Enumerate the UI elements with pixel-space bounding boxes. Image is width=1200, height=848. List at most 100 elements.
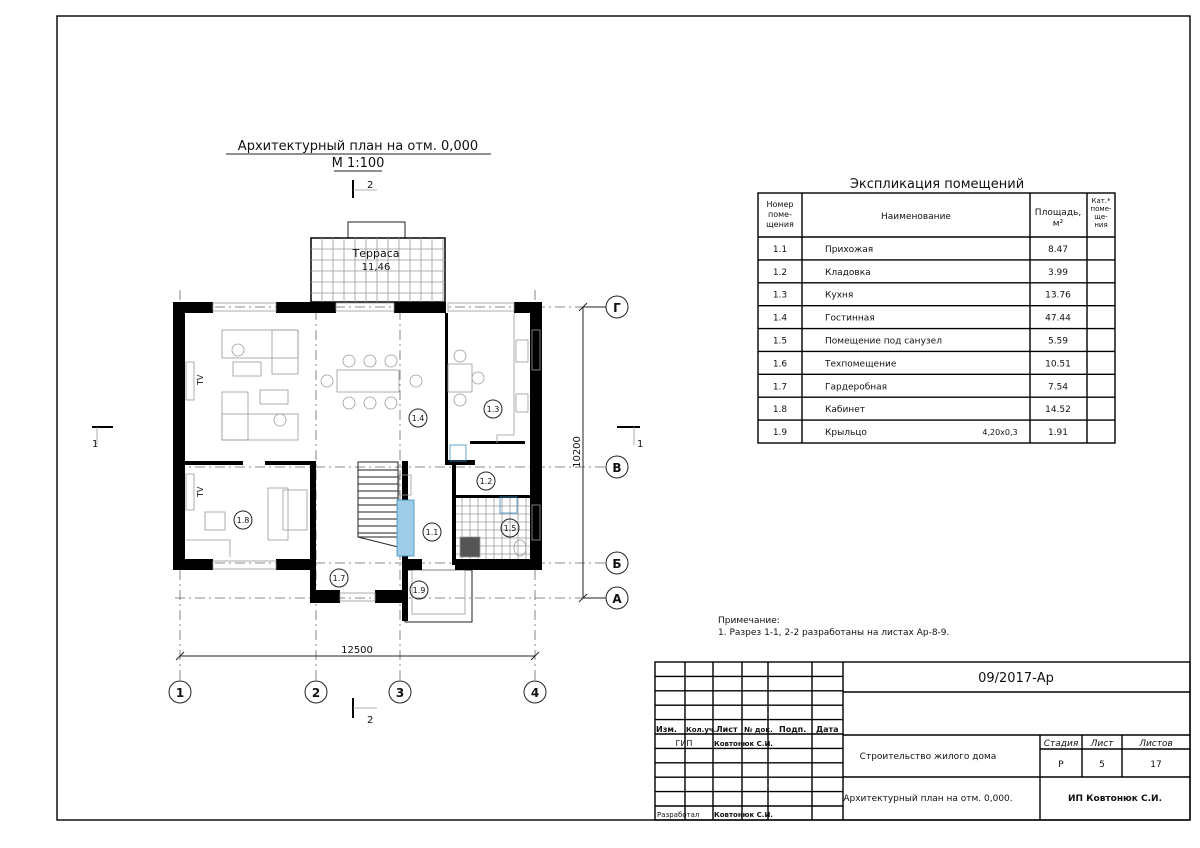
room-label-1.2: 1.2 — [476, 471, 496, 491]
svg-text:1.4: 1.4 — [412, 414, 425, 423]
room-area: 8.47 — [1048, 245, 1068, 255]
svg-text:В: В — [612, 461, 621, 475]
axis-marker-1: 1 — [168, 680, 192, 704]
svg-text:2: 2 — [367, 715, 373, 726]
col-podp: Подп. — [779, 725, 806, 734]
room-area: 5.59 — [1048, 337, 1068, 347]
document-code: 09/2017-Ар — [978, 671, 1054, 686]
header-name: Наименование — [881, 212, 951, 222]
table-row: 1.1 Прихожая 8.47 — [773, 245, 1068, 255]
terrace: Терраса 11,46 — [310, 221, 446, 303]
stage-value: Р — [1058, 760, 1064, 770]
svg-text:Листов: Листов — [1138, 739, 1173, 749]
axis-marker-a: А — [605, 586, 629, 610]
svg-text:12500: 12500 — [341, 645, 373, 656]
sheet-title: Архитектурный план на отм. 0,000. — [843, 794, 1012, 804]
company: ИП Ковтонюк С.И. — [1068, 794, 1162, 804]
svg-text:1: 1 — [176, 686, 184, 700]
room-area: 1.91 — [1048, 428, 1068, 438]
col-data: Дата — [816, 725, 839, 734]
room-number: 1.1 — [773, 245, 787, 255]
svg-text:1.5: 1.5 — [504, 524, 517, 533]
svg-text:Лист: Лист — [1090, 739, 1115, 749]
room-label-1.8: 1.8 — [233, 510, 253, 530]
room-label-1.4: 1.4 — [408, 408, 428, 428]
room-name: Гардеробная — [825, 382, 887, 392]
room-name: Прихожая — [825, 245, 873, 255]
room-name: Крыльцо — [825, 428, 867, 438]
terrace-area: 11,46 — [362, 262, 391, 273]
note-heading: Примечание: — [718, 616, 780, 626]
gip-label: ГИП — [676, 739, 693, 748]
svg-text:1.1: 1.1 — [426, 528, 439, 537]
room-number: 1.5 — [773, 337, 787, 347]
plan-title-text: Архитектурный план на отм. 0,000 — [238, 139, 478, 154]
gip-name: Ковтонюк С.И. — [714, 740, 773, 748]
porch — [404, 569, 473, 623]
axis-marker-4: 4 — [523, 680, 547, 704]
room-area: 3.99 — [1048, 268, 1068, 278]
room-label-1.5: 1.5 — [500, 518, 520, 538]
sheet-value: 5 — [1099, 760, 1105, 770]
tv-label: TV — [196, 486, 205, 498]
svg-text:Г: Г — [613, 301, 621, 315]
table-row: 1.9 Крыльцо 4,20x0,3 1.91 — [758, 419, 1115, 438]
room-note: 4,20x0,3 — [982, 428, 1017, 437]
axis-marker-b: Б — [605, 551, 629, 575]
svg-text:2: 2 — [312, 686, 320, 700]
dimension-width: 12500 — [175, 645, 540, 661]
section-mark-2-bottom: 2 — [352, 698, 377, 726]
svg-text:1.8: 1.8 — [237, 516, 250, 525]
axis-marker-v: В — [605, 455, 629, 479]
tv-label: TV — [196, 374, 205, 386]
svg-text:1: 1 — [92, 439, 98, 450]
axis-marker-3: 3 — [388, 680, 412, 704]
room-number: 1.4 — [773, 314, 788, 324]
project-name: Строительство жилого дома — [860, 752, 997, 762]
col-kol: Кол.уч. — [686, 726, 716, 734]
svg-text:Б: Б — [612, 557, 621, 571]
room-labels: 1.1 1.2 1.3 1.4 1.5 1.7 1.8 1.9 TV TV — [196, 374, 520, 600]
svg-text:1.7: 1.7 — [333, 574, 346, 583]
table-row: 1.5 Помещение под санузел 5.59 — [758, 327, 1115, 347]
room-label-1.9: 1.9 — [409, 580, 429, 600]
room-name: Техпомещение — [824, 359, 897, 369]
axis-marker-g: Г — [605, 295, 629, 319]
room-number: 1.8 — [773, 405, 788, 415]
room-name: Кладовка — [825, 268, 871, 278]
col-list: Лист — [716, 725, 738, 734]
room-label-1.3: 1.3 — [483, 399, 503, 419]
svg-text:1: 1 — [637, 439, 643, 450]
room-area: 13.76 — [1045, 291, 1071, 301]
axis-markers: 1 2 3 4 Г В Б А — [168, 295, 629, 704]
sheets-value: 17 — [1150, 760, 1161, 770]
room-name: Помещение под санузел — [825, 337, 942, 347]
staircase — [357, 461, 399, 548]
header-area: Площадь,м² — [1035, 208, 1081, 229]
section-mark-1-right: 1 — [617, 426, 643, 450]
room-area: 10.51 — [1045, 359, 1071, 369]
dimension-depth: 10200 — [572, 302, 606, 603]
terrace-label: Терраса — [352, 247, 400, 260]
section-mark-1-left: 1 — [92, 426, 113, 450]
svg-text:1.3: 1.3 — [487, 405, 500, 414]
developer-name: Ковтонюк С.И. — [714, 811, 773, 819]
svg-text:1.2: 1.2 — [480, 477, 493, 486]
room-number: 1.9 — [773, 428, 788, 438]
col-doc: № док. — [744, 726, 773, 734]
svg-text:Стадия: Стадия — [1044, 739, 1079, 749]
room-name: Гостинная — [825, 314, 875, 324]
room-label-1.7: 1.7 — [329, 568, 349, 588]
svg-text:4: 4 — [531, 686, 539, 700]
svg-text:3: 3 — [396, 686, 404, 700]
bathroom-tiles — [456, 498, 530, 559]
room-number: 1.3 — [773, 291, 787, 301]
